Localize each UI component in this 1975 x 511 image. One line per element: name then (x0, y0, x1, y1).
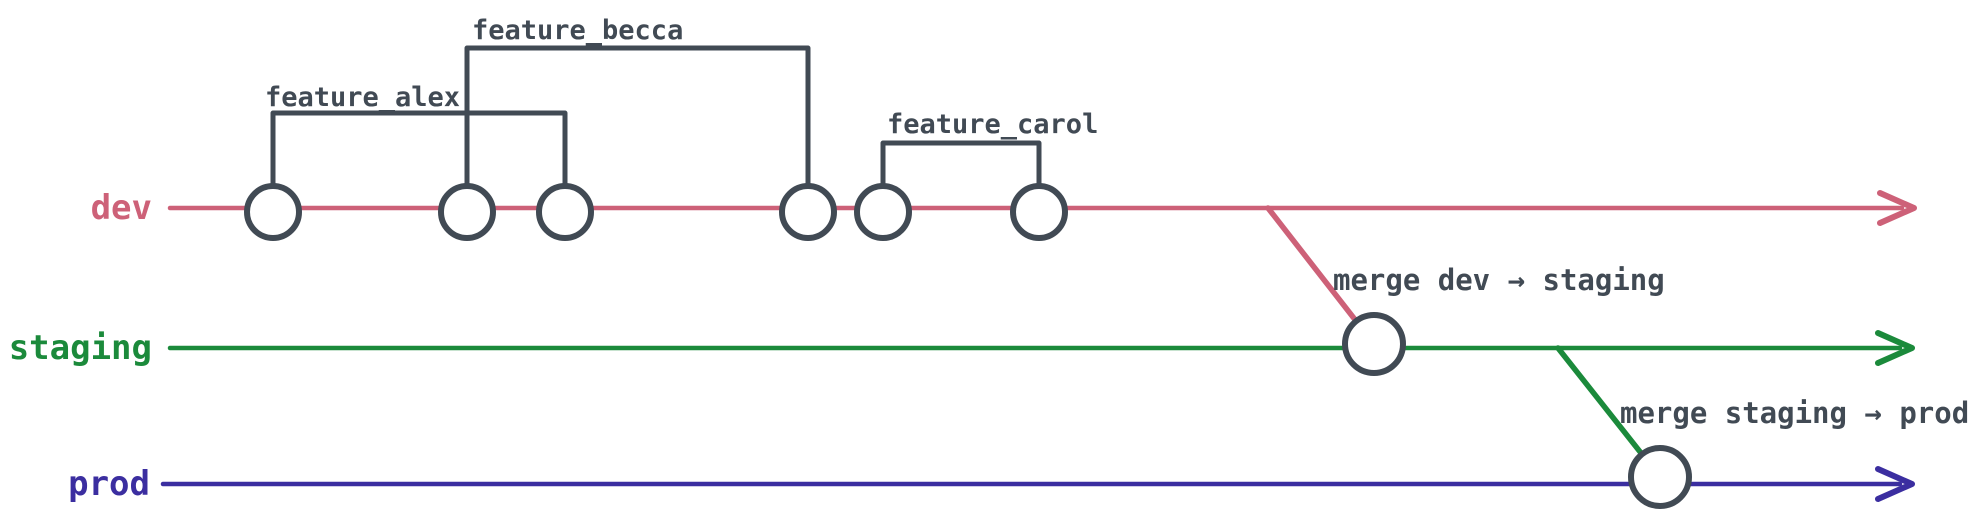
commit-node-dev (1010, 183, 1068, 241)
commit-node-dev (438, 183, 496, 241)
commit-node-dev (854, 183, 912, 241)
commit-node-prod (1628, 445, 1692, 509)
commit-node-dev (779, 183, 837, 241)
feature-branch-label: feature_alex (265, 82, 460, 113)
branch-arrowhead-prod (1875, 466, 1915, 502)
branch-label-dev: dev (91, 188, 152, 228)
commit-node-dev (244, 183, 302, 241)
branch-label-prod: prod (68, 464, 150, 504)
merge-label-staging-to-prod: merge staging → prod (1620, 396, 1969, 430)
commit-node-dev (536, 183, 594, 241)
branch-arrowhead-staging (1875, 330, 1915, 366)
feature-bracket (880, 140, 1042, 215)
feature-bracket (464, 45, 811, 215)
feature-branch-label: feature_becca (472, 15, 683, 46)
feature-bracket (270, 110, 568, 215)
merge-label-dev-to-staging: merge dev → staging (1333, 263, 1665, 297)
commit-node-staging (1342, 312, 1406, 376)
feature-branch-label: feature_carol (887, 109, 1098, 140)
branch-label-staging: staging (9, 328, 152, 368)
branch-arrowhead-dev (1877, 190, 1917, 226)
